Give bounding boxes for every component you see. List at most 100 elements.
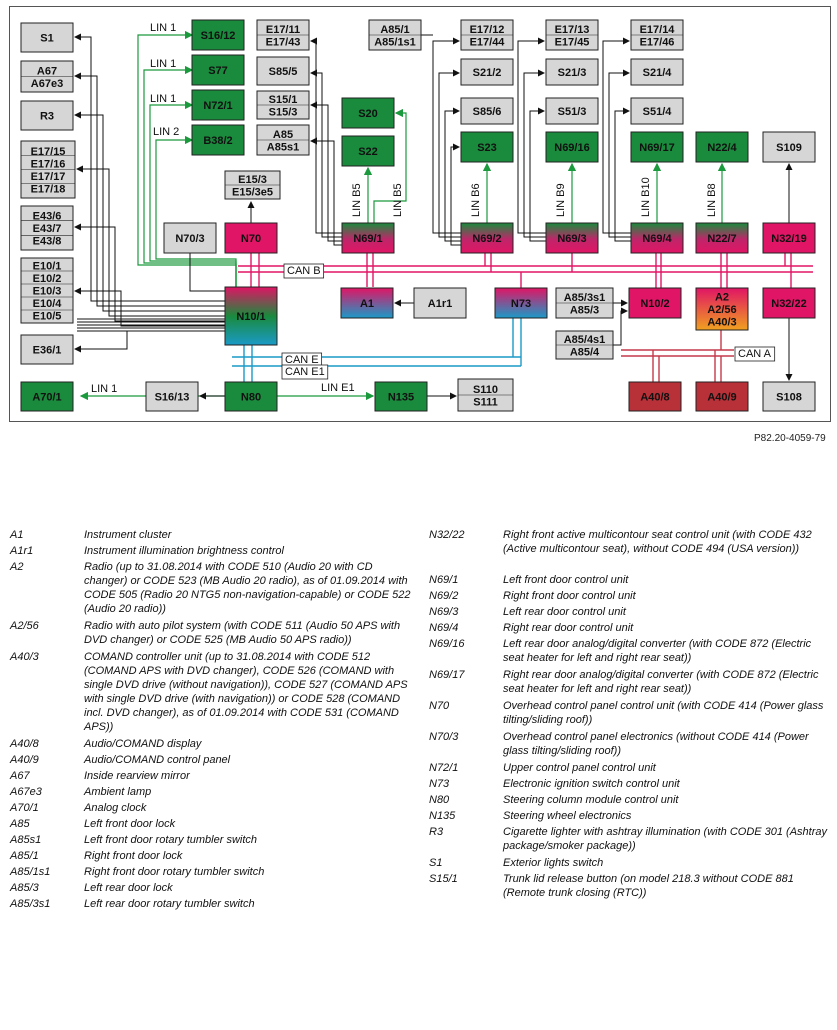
- box-s85-6: S85/6: [460, 97, 514, 125]
- box-s21-3: S21/3: [545, 58, 599, 86]
- box-label: E15/3: [238, 174, 267, 186]
- box-label: N10/1: [236, 311, 265, 323]
- legend-code: N69/17: [429, 669, 465, 681]
- box-label: N22/7: [707, 233, 736, 245]
- box-label: R3: [40, 111, 54, 123]
- box-label: S22: [358, 146, 378, 158]
- box-s16-13: S16/13: [145, 381, 199, 412]
- box-s21-4: S21/4: [630, 58, 684, 86]
- box-label: N135: [388, 392, 414, 404]
- box-a1r1: A1r1: [413, 287, 467, 319]
- legend-description: Ambient lamp: [84, 786, 152, 798]
- bus-label-can-e: CAN E: [285, 354, 319, 366]
- box-label: S16/13: [155, 392, 190, 404]
- box-label: E10/2: [33, 273, 62, 285]
- box-label: N69/1: [353, 233, 382, 245]
- legend-description: Right front active multicontour seat con…: [503, 529, 812, 555]
- legend-code: A40/8: [10, 738, 39, 750]
- legend-code: N72/1: [429, 762, 459, 774]
- box-s108: S108: [762, 381, 816, 412]
- box-label: E36/1: [33, 345, 62, 357]
- box-label: A40/3: [707, 317, 736, 329]
- box-label: N69/16: [554, 142, 589, 154]
- box-s16-12: S16/12: [191, 19, 245, 51]
- box-label: S20: [358, 108, 378, 120]
- legend-code: A85: [10, 818, 30, 830]
- bus-label-lin-b5: LIN B5: [351, 183, 363, 217]
- box-s20: S20: [341, 97, 395, 129]
- bus-label-lin-b9: LIN B9: [555, 183, 567, 217]
- bus-label-lin-b5: LIN B5: [392, 183, 404, 217]
- legend-description: Right front door rotary tumbler switch: [84, 866, 265, 878]
- legend-code: A85/1s1: [10, 866, 51, 878]
- legend-code: A67: [10, 770, 30, 782]
- box-n69-3: N69/3: [545, 222, 599, 254]
- bus-label-lin1: LIN 1: [150, 58, 176, 70]
- box-label: N32/22: [771, 298, 806, 310]
- legend-description: Steering wheel electronics: [503, 810, 632, 822]
- box-s21-2: S21/2: [460, 58, 514, 86]
- legend-code: A2/56: [10, 620, 39, 632]
- legend-code: N73: [429, 778, 450, 790]
- legend-code: S15/1: [429, 873, 458, 885]
- box-s109: S109: [762, 131, 816, 163]
- legend-description: Right front door lock: [84, 850, 183, 862]
- box-label: A1r1: [428, 298, 452, 310]
- box-label: N10/2: [640, 298, 669, 310]
- box-label: N70/3: [175, 233, 204, 245]
- box-n72: N72/1: [191, 89, 245, 121]
- legend-description: Left front door lock: [84, 818, 176, 830]
- box-label: N69/4: [642, 233, 672, 245]
- legend-description: Left rear door rotary tumbler switch: [84, 898, 255, 910]
- legend-description: Inside rearview mirror: [84, 770, 190, 782]
- box-label: B38/2: [203, 135, 232, 147]
- legend-description: Right rear door control unit: [503, 622, 634, 634]
- box-label: E43/8: [33, 236, 62, 248]
- box-n10-2: N10/2: [628, 287, 682, 319]
- bus-label-lin-b6: LIN B6: [470, 183, 482, 217]
- bus-label-can-e1: CAN E1: [285, 366, 325, 378]
- legend-description: Overhead control panel electronics (with…: [503, 731, 809, 757]
- bus-label-lin1: LIN 1: [91, 383, 117, 395]
- bus-label-lin-b10: LIN B10: [640, 177, 652, 217]
- box-label: A67: [37, 65, 57, 77]
- box-label: A85/1: [380, 24, 409, 36]
- legend-code: N70/3: [429, 731, 459, 743]
- box-label: S77: [208, 65, 228, 77]
- box-n22-4: N22/4: [695, 131, 749, 163]
- box-e36: E36/1: [20, 334, 74, 365]
- box-label: S15/3: [269, 106, 298, 118]
- legend-code: A67e3: [10, 786, 42, 798]
- box-label: A40/8: [640, 392, 669, 404]
- box-label: N69/17: [639, 142, 674, 154]
- box-label: A2: [715, 292, 729, 304]
- box-label: E10/4: [33, 298, 63, 310]
- legend-code: S1: [429, 857, 443, 869]
- box-label: E17/14: [640, 24, 676, 36]
- legend-description: Right rear door analog/digital converter…: [503, 669, 819, 695]
- legend-description: Instrument cluster: [84, 529, 172, 541]
- box-n69-4: N69/4: [630, 222, 684, 254]
- legend-code: A85/3s1: [10, 898, 51, 910]
- box-n69-16: N69/16: [545, 131, 599, 163]
- box-n73: N73: [494, 287, 548, 319]
- legend-code: A1: [10, 529, 24, 541]
- box-s77: S77: [191, 54, 245, 86]
- legend-code: N69/1: [429, 574, 459, 586]
- legend-description: Left front door control unit: [503, 574, 629, 586]
- legend-description: Electronic ignition switch control unit: [503, 778, 680, 790]
- legend-code: N32/22: [429, 529, 465, 541]
- network-diagram: S1A67A67e3R3E17/15E17/16E17/17E17/18E43/…: [20, 19, 816, 412]
- box-n70: N70: [224, 222, 278, 254]
- legend-description: Left front door rotary tumbler switch: [84, 834, 258, 846]
- legend-code: A85/3: [10, 882, 39, 894]
- box-s51-3: S51/3: [545, 97, 599, 125]
- legend-code: A2: [10, 561, 24, 573]
- box-label: E15/3e5: [232, 186, 273, 198]
- box-label: S21/3: [558, 67, 587, 79]
- bus-label-can-a: CAN A: [738, 348, 772, 360]
